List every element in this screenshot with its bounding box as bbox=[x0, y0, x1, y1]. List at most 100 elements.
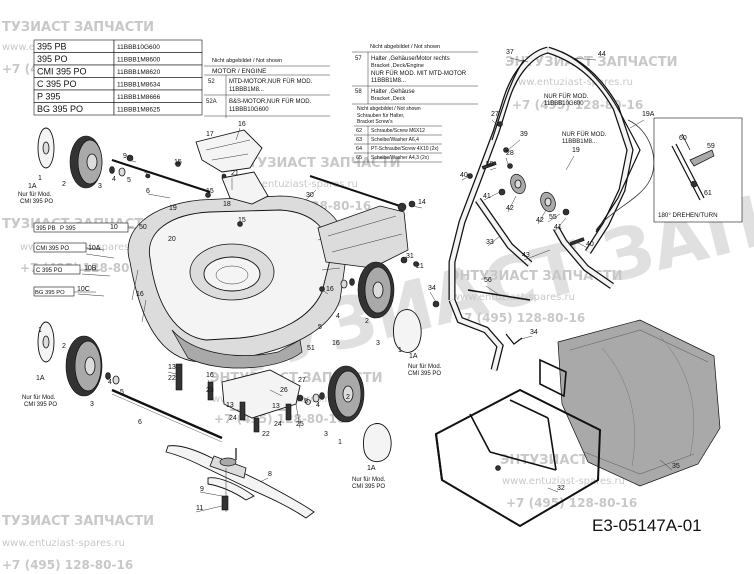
part-number: 16 bbox=[136, 291, 144, 298]
part-number: 14 bbox=[418, 199, 426, 206]
blade-assembly bbox=[165, 445, 315, 519]
watermark-phone: +7 (495) 128-80-16 bbox=[2, 558, 133, 572]
mower-deck bbox=[111, 129, 419, 443]
part-number: 5 bbox=[318, 324, 322, 331]
turn-detail: 180° DREHEN/TURN bbox=[653, 117, 743, 223]
part-number: 27 bbox=[298, 377, 306, 384]
note-row-num: 57 bbox=[355, 56, 362, 62]
model-name: C 395 PO bbox=[37, 79, 77, 89]
note-row-num: 64 bbox=[356, 146, 362, 152]
part-number: 10B bbox=[84, 265, 97, 272]
part-number: 42 bbox=[506, 205, 514, 212]
turn-note: 180° DREHEN/TURN bbox=[658, 212, 718, 219]
grass-catcher bbox=[434, 319, 721, 528]
wheel-note-line: Nur für Mod. bbox=[352, 477, 386, 483]
handle-assembly bbox=[432, 46, 655, 371]
part-number: 10C bbox=[77, 286, 90, 293]
part-number: 50 bbox=[139, 224, 147, 231]
part-number: 4 bbox=[316, 402, 320, 409]
part-number: 23 bbox=[206, 387, 214, 394]
part-number: 1A bbox=[36, 375, 45, 382]
part-number: 19A bbox=[642, 111, 655, 118]
note-row-text: Schraube/Screw M6X12 bbox=[371, 128, 425, 134]
part-number: 3 bbox=[324, 431, 328, 438]
part-number: 16 bbox=[206, 372, 214, 379]
model-code: 11BBB1M8625 bbox=[117, 107, 161, 114]
part-number: 35 bbox=[672, 463, 680, 470]
part-number: 1 bbox=[338, 439, 342, 446]
note-row-num: 58 bbox=[355, 89, 362, 95]
drawing-code: E3-05147A-01 bbox=[592, 516, 702, 535]
note-row-text: Halter ,Gehäuse bbox=[371, 89, 415, 95]
model-code: 11BBB1M8620 bbox=[117, 69, 161, 76]
part-number: 19 bbox=[572, 147, 580, 154]
part-number: 37 bbox=[506, 49, 514, 56]
part-number: 1A bbox=[367, 465, 376, 472]
watermark-brand: ЭНТУЗИАСТ ЗАПЧАСТИ bbox=[505, 55, 677, 70]
part-number: 40 bbox=[460, 172, 468, 179]
note-row-num: 52 bbox=[208, 79, 215, 85]
part-number: 34 bbox=[428, 285, 436, 292]
handle-note-line: NUR FÜR MOD. bbox=[562, 131, 607, 138]
part-number: 22 bbox=[262, 431, 270, 438]
part-number: 7 bbox=[144, 172, 148, 179]
part-number: 18 bbox=[223, 201, 231, 208]
code-cell bbox=[113, 102, 203, 116]
part-number: 2 bbox=[62, 343, 66, 350]
note-motor: Nicht abgebildet / Not shown MOTOR / ENG… bbox=[204, 58, 330, 118]
part-number: 26 bbox=[280, 387, 288, 394]
front-brackets bbox=[175, 363, 311, 433]
wheels bbox=[37, 127, 422, 463]
part-number: 9 bbox=[200, 486, 204, 493]
part-number: 24 bbox=[274, 421, 282, 428]
watermark-brand: ЭНТУЗИАСТ ЗАПЧАСТИ bbox=[450, 269, 622, 284]
note-row-text: Scheibe/Washer A6,4 bbox=[371, 137, 419, 143]
wheel-rear-right bbox=[340, 261, 422, 353]
part-number: 4 bbox=[112, 176, 116, 183]
watermark-phone: +7 (495) 128-80-16 bbox=[506, 496, 637, 510]
part-number: 15 bbox=[206, 188, 214, 195]
part-number: 17 bbox=[206, 131, 214, 138]
part-number: 32 bbox=[557, 485, 565, 492]
note-row-text: 11BBB1M8... bbox=[371, 78, 406, 84]
note-row-text: 11BBB1M8... bbox=[229, 87, 264, 93]
note-row-text: B&S-MOTOR,NUR FÜR MOD. bbox=[229, 98, 312, 105]
note-row-text: Bracket ,Deck/Engine bbox=[371, 63, 424, 69]
wheel-front-right bbox=[312, 365, 392, 463]
part-number: 20 bbox=[168, 236, 176, 243]
model-tag: P 395 bbox=[60, 226, 76, 232]
note-row-text: 11BBB10G600 bbox=[229, 107, 269, 113]
note-screws: Nicht abgebildet / Not shown Schrauben f… bbox=[354, 106, 442, 163]
part-number: 56 bbox=[484, 277, 492, 284]
part-number: 1 bbox=[398, 347, 402, 354]
part-number: 8 bbox=[268, 471, 272, 478]
part-number: 51 bbox=[307, 345, 315, 352]
part-number: 2 bbox=[346, 394, 350, 401]
note-row-num: 62 bbox=[356, 128, 362, 134]
note-row-num: 65 bbox=[356, 155, 362, 161]
model-name: 395 PB bbox=[37, 42, 67, 52]
model-code: 11BBB10G600 bbox=[117, 44, 160, 51]
wheel-note-line: Nur für Mod. bbox=[18, 192, 52, 198]
part-number: 10 bbox=[110, 224, 118, 231]
wheel-front-left bbox=[37, 321, 120, 397]
part-number: 15 bbox=[238, 217, 246, 224]
part-number: 61 bbox=[704, 190, 712, 197]
note-row-text: PT-Schraube/Screw 4X10 (2x) bbox=[371, 146, 439, 152]
part-number: 16 bbox=[238, 121, 246, 128]
note-row-text: NUR FÜR MOD. MIT MTD-MOTOR bbox=[371, 70, 467, 77]
part-number: 43 bbox=[522, 252, 530, 259]
wheel-note-line: CMI 395 PO bbox=[408, 371, 441, 377]
model-name: P 395 bbox=[37, 92, 60, 102]
part-number: 24 bbox=[229, 415, 237, 422]
model-tag: C 395 PO bbox=[36, 268, 63, 274]
part-number: 40 bbox=[586, 241, 594, 248]
note-holder: Nicht abgebildet / Not shown 57 Halter ,… bbox=[352, 44, 478, 105]
watermark-phone: +7 (495) 128-80-16 bbox=[454, 311, 585, 325]
part-number: 1A bbox=[28, 183, 37, 190]
model-tags: 395 PB P 395 CMI 395 PO C 395 PO BG 395 … bbox=[33, 222, 140, 297]
part-number: 1A bbox=[409, 353, 418, 360]
part-number: 27 bbox=[491, 111, 499, 118]
watermark-brand: ТУЗИАСТ ЗАПЧАСТИ bbox=[2, 20, 154, 35]
